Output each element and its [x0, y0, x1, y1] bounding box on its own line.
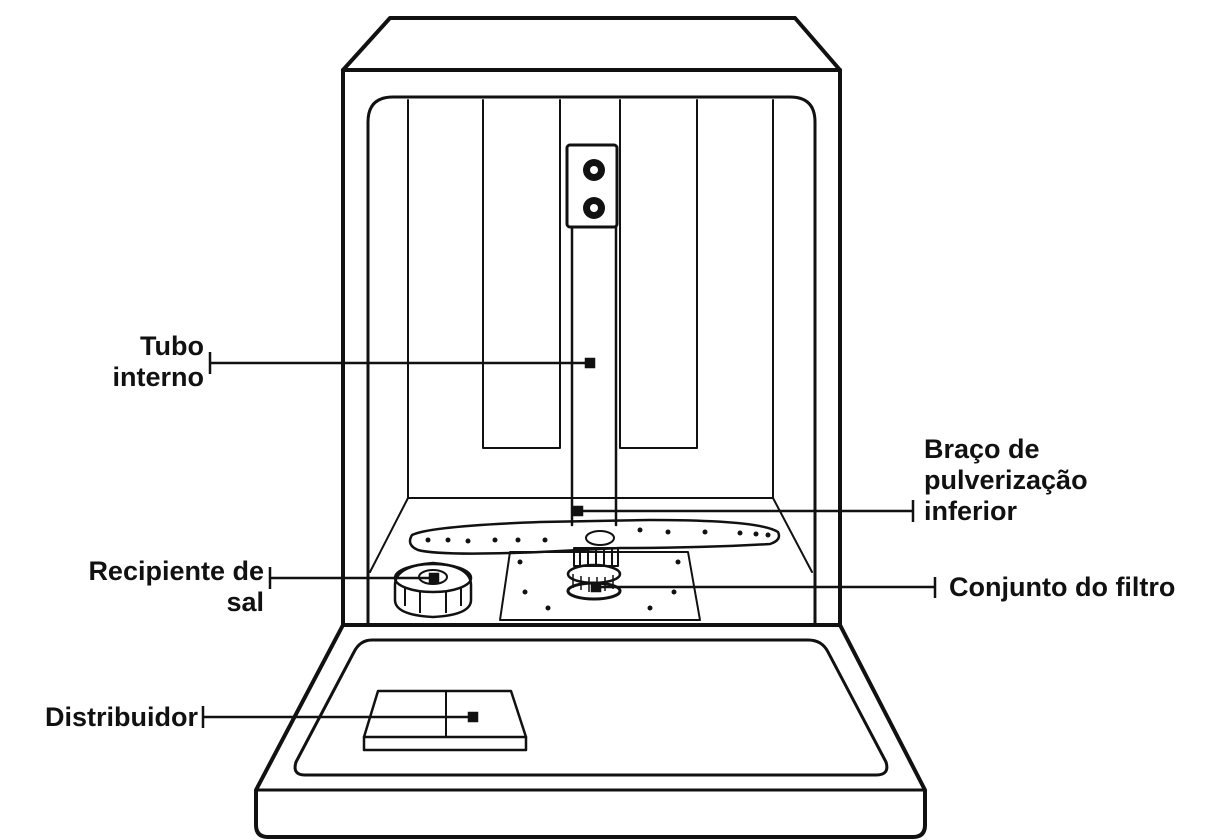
leader-distribuidor: [201, 706, 473, 728]
label-filtro-line1: Conjunto do filtro: [949, 572, 1176, 602]
spray-arm-holes: [425, 527, 771, 544]
dishwasher-body: [254, 16, 927, 839]
leader-braco: [578, 500, 915, 522]
spray-connector: [565, 143, 619, 229]
label-recipiente-line1: Recipiente de: [88, 556, 264, 586]
leader-filtro: [596, 577, 937, 598]
leader-tubo-interno: [208, 352, 590, 374]
label-braco-line1: Braço de: [924, 434, 1040, 464]
spray-arm-hub: [585, 530, 615, 546]
salt-container: [393, 561, 473, 619]
inner-tube: [570, 225, 618, 527]
label-recipiente-sal: Recipiente de sal: [20, 556, 264, 618]
inner-tub: [366, 95, 817, 627]
label-tubo-interno-line2: interno: [112, 362, 205, 392]
leader-recipiente: [268, 567, 434, 589]
label-braco-pulverizacao: Braço de pulverização inferior: [924, 434, 1088, 527]
filter-plate: [499, 551, 701, 621]
label-tubo-interno-line1: Tubo: [140, 331, 204, 361]
label-distribuidor-line1: Distribuidor: [45, 702, 198, 732]
door-outline: [254, 623, 927, 839]
back-wall-panel-left: [482, 99, 561, 449]
label-conjunto-filtro: Conjunto do filtro: [949, 572, 1175, 603]
door-inner-panel: [293, 638, 889, 777]
cabinet-top: [341, 16, 842, 72]
label-braco-line3: inferior: [924, 496, 1018, 526]
detergent-dispenser: [362, 689, 528, 752]
leader-lines: [201, 352, 937, 728]
label-recipiente-line2: sal: [226, 587, 264, 617]
tub-floor: [369, 497, 813, 573]
back-wall-panel-right: [619, 99, 698, 449]
filter-plate-holes: [517, 559, 681, 611]
label-distribuidor: Distribuidor: [4, 702, 198, 733]
label-tubo-interno: Tubo interno: [84, 331, 205, 393]
lower-spray-arm: [408, 518, 781, 555]
cabinet-outline: [341, 68, 842, 627]
label-braco-line2: pulverização: [924, 465, 1088, 495]
back-wall-lines: [407, 99, 774, 499]
